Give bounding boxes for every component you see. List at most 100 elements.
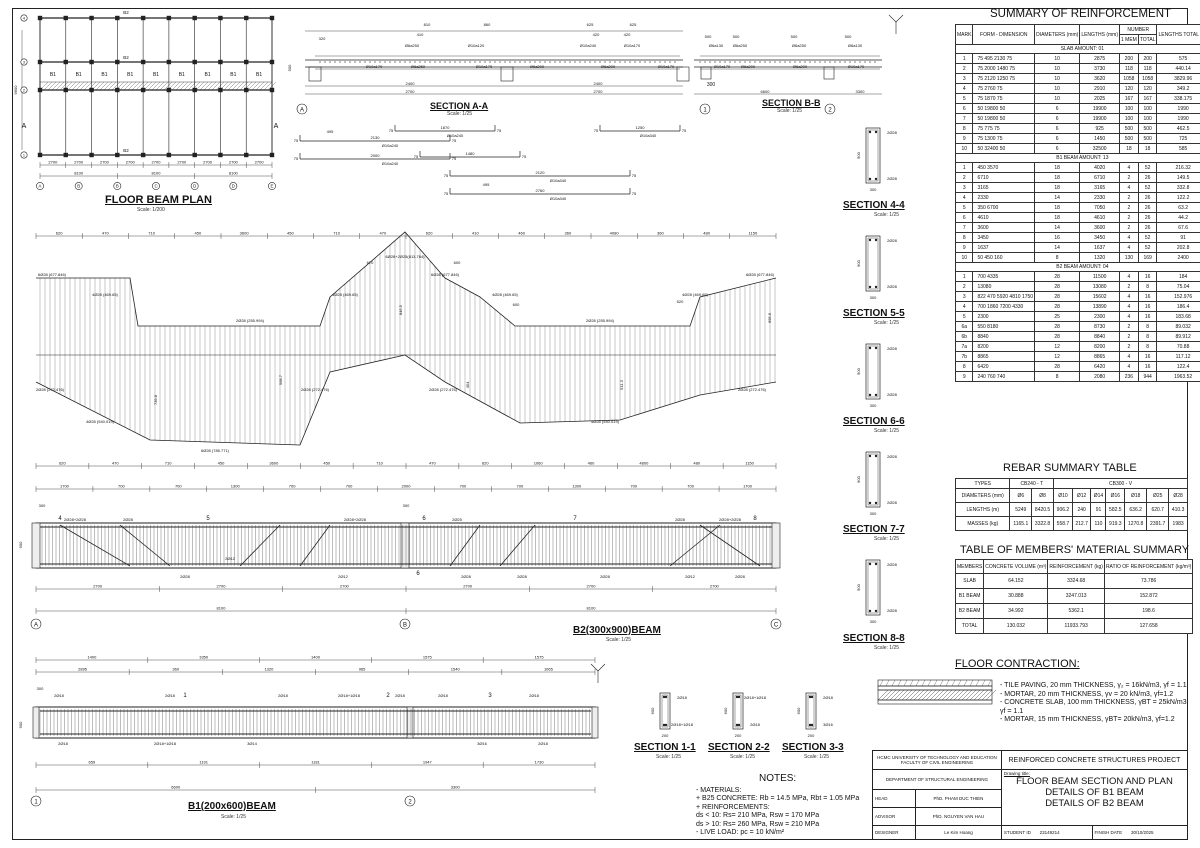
rebar-cell: 110	[1090, 516, 1107, 531]
title-block-university: HCMC UNIVERSITY OF TECHNOLOGY AND EDUCAT…	[872, 749, 1002, 771]
summary-cell: 6	[1034, 103, 1081, 114]
section-8-height: 900	[856, 583, 861, 590]
summary-cell: 122.2	[1156, 192, 1200, 203]
b2-beam-top-dim-label: 700	[346, 484, 353, 489]
b2-beam-scale: Scale: 1/25	[606, 637, 632, 643]
section-aa-rebar-dot	[624, 61, 626, 63]
summary-cell: 10	[1034, 83, 1081, 94]
b1-beam-mid-dim-label: 1540	[451, 667, 461, 672]
section-bb-rebar-dot	[814, 61, 816, 63]
b2-diagram-top-envelope	[36, 231, 777, 327]
section-6-top-label: 2Ø28	[887, 346, 898, 351]
section-aa-rebar-dot	[639, 61, 641, 63]
b2-diagram-top-label: 4Ø28 (469.65)	[682, 292, 708, 297]
summary-cell: 16	[1034, 232, 1081, 243]
plan-hatch-line	[59, 81, 69, 91]
section-aa-rebar-label: Ø10a240	[580, 43, 597, 48]
rebar-type-cb300: CB300 - V	[1053, 478, 1188, 489]
material-cell: 127.658	[1103, 618, 1194, 634]
rebar-cell: 5249	[1009, 502, 1033, 517]
section-7-bottom-label: 2Ø28	[887, 500, 898, 505]
slab-bar-label: Ø10a240	[382, 161, 399, 166]
summary-header-form: FORM - DIMENSION	[972, 24, 1036, 45]
b2-beam-rebar-label: 2Ø25	[452, 517, 463, 522]
summary-cell: 10	[1034, 93, 1081, 104]
summary-cell: 2300	[972, 311, 1036, 322]
b2-diagram-bottom-dim-label: 450	[218, 461, 225, 466]
section-bb-rebar-dot	[874, 61, 876, 63]
section-aa-rebar-dot	[654, 61, 656, 63]
section-aa-rebar-dot	[464, 61, 466, 63]
section-b1-1-bar	[662, 695, 666, 699]
section-bb-rebar-dot	[744, 61, 746, 63]
section-2-2-scale: Scale: 1/25	[730, 754, 756, 760]
b1-beam-rebar-label: 2Ø18	[438, 693, 449, 698]
b2-beam-section-mark: 5	[206, 516, 210, 522]
b2-beam-top-dim-label: 2000	[402, 484, 412, 489]
axis-label: A	[39, 184, 42, 189]
b2-beam-axis	[399, 618, 411, 630]
finish-date: FINISH DATE 30/10/2025	[1091, 824, 1189, 841]
section-bb-rebar-label: Ø6a200	[793, 64, 808, 69]
slab-bar-end: 75	[294, 138, 299, 143]
section-aa-rebar-dot	[664, 61, 666, 63]
section-bb-rebar-dot	[709, 61, 711, 63]
section-7-7-title: SECTION 7-7	[843, 524, 905, 535]
section-b1-1-bar	[662, 723, 666, 727]
section-7-7-scale: Scale: 1/25	[874, 536, 900, 542]
summary-cell: 50 19800 50	[972, 103, 1036, 114]
plan-hatch-line	[235, 81, 245, 91]
summary-cell: 202.8	[1156, 242, 1200, 253]
summary-cell: 100	[1137, 103, 1158, 114]
summary-cell: 8200	[1079, 341, 1120, 352]
plan-hatch-line	[87, 81, 97, 91]
plan-column	[192, 15, 197, 21]
section-b1-2-stirrup	[734, 694, 742, 728]
section-aa-rebar-label: Ø10a170	[624, 43, 641, 48]
summary-cell: 1	[954, 53, 974, 64]
plan-hatch-line	[263, 81, 273, 91]
plan-hatch-line	[51, 81, 61, 91]
material-cell: TOTAL	[954, 618, 985, 634]
summary-cell: 6420	[972, 361, 1036, 372]
section-6-bar	[874, 346, 878, 350]
summary-cell: 500	[1118, 133, 1139, 144]
section-aa-rebar-label: Ø10a170	[366, 64, 383, 69]
section-8-bar	[868, 562, 872, 566]
summary-title: SUMMARY OF REINFORCEMENT	[990, 8, 1172, 20]
summary-cell: 167	[1118, 93, 1139, 104]
summary-cell: 4020	[1079, 162, 1120, 173]
summary-cell: 2	[1118, 222, 1139, 233]
b2-beam-bent-bar	[119, 524, 171, 567]
plan-dim-a-label: 2700	[74, 160, 84, 165]
axis-label: 1	[34, 799, 38, 805]
plan-hatch-line	[183, 81, 193, 91]
section-b1-2-bar	[737, 695, 741, 699]
section-7-bar	[868, 454, 872, 458]
b2-diagram-top-dim-label: 460	[518, 231, 525, 236]
plan-hatch-line	[251, 81, 261, 91]
section-b1-1-outline	[659, 692, 671, 730]
section-bb-rebar-dot	[759, 61, 761, 63]
plan-column	[192, 87, 197, 93]
section-aa-rebar-dot	[429, 61, 431, 63]
summary-cell: 8	[1137, 321, 1158, 332]
floor-plan-scale: Scale: 1/200	[137, 207, 165, 213]
floor-tile-layer	[877, 679, 993, 687]
floor-slab-hatch	[929, 689, 941, 701]
slab-bar-length: 2000	[371, 153, 381, 158]
rebar-cell: Ø14	[1090, 488, 1107, 503]
section-b1-2-bar	[735, 723, 739, 727]
floor-mortar-layer	[877, 685, 993, 691]
b1-beam-bottom-dim-label: 1191	[199, 760, 208, 765]
b2-diagram-top-dim-label: 360	[565, 231, 572, 236]
b2-beam-top-dim-label: 700	[118, 484, 125, 489]
summary-cell: 3600	[1079, 222, 1120, 233]
section-aa-rebar-dot	[594, 61, 596, 63]
plan-hatch-line	[147, 81, 157, 91]
section-aa-dim: 420	[624, 32, 631, 37]
section-b1-3-bar	[810, 695, 814, 699]
summary-header-diameter: DIAMETERS (mm)	[1034, 24, 1081, 45]
